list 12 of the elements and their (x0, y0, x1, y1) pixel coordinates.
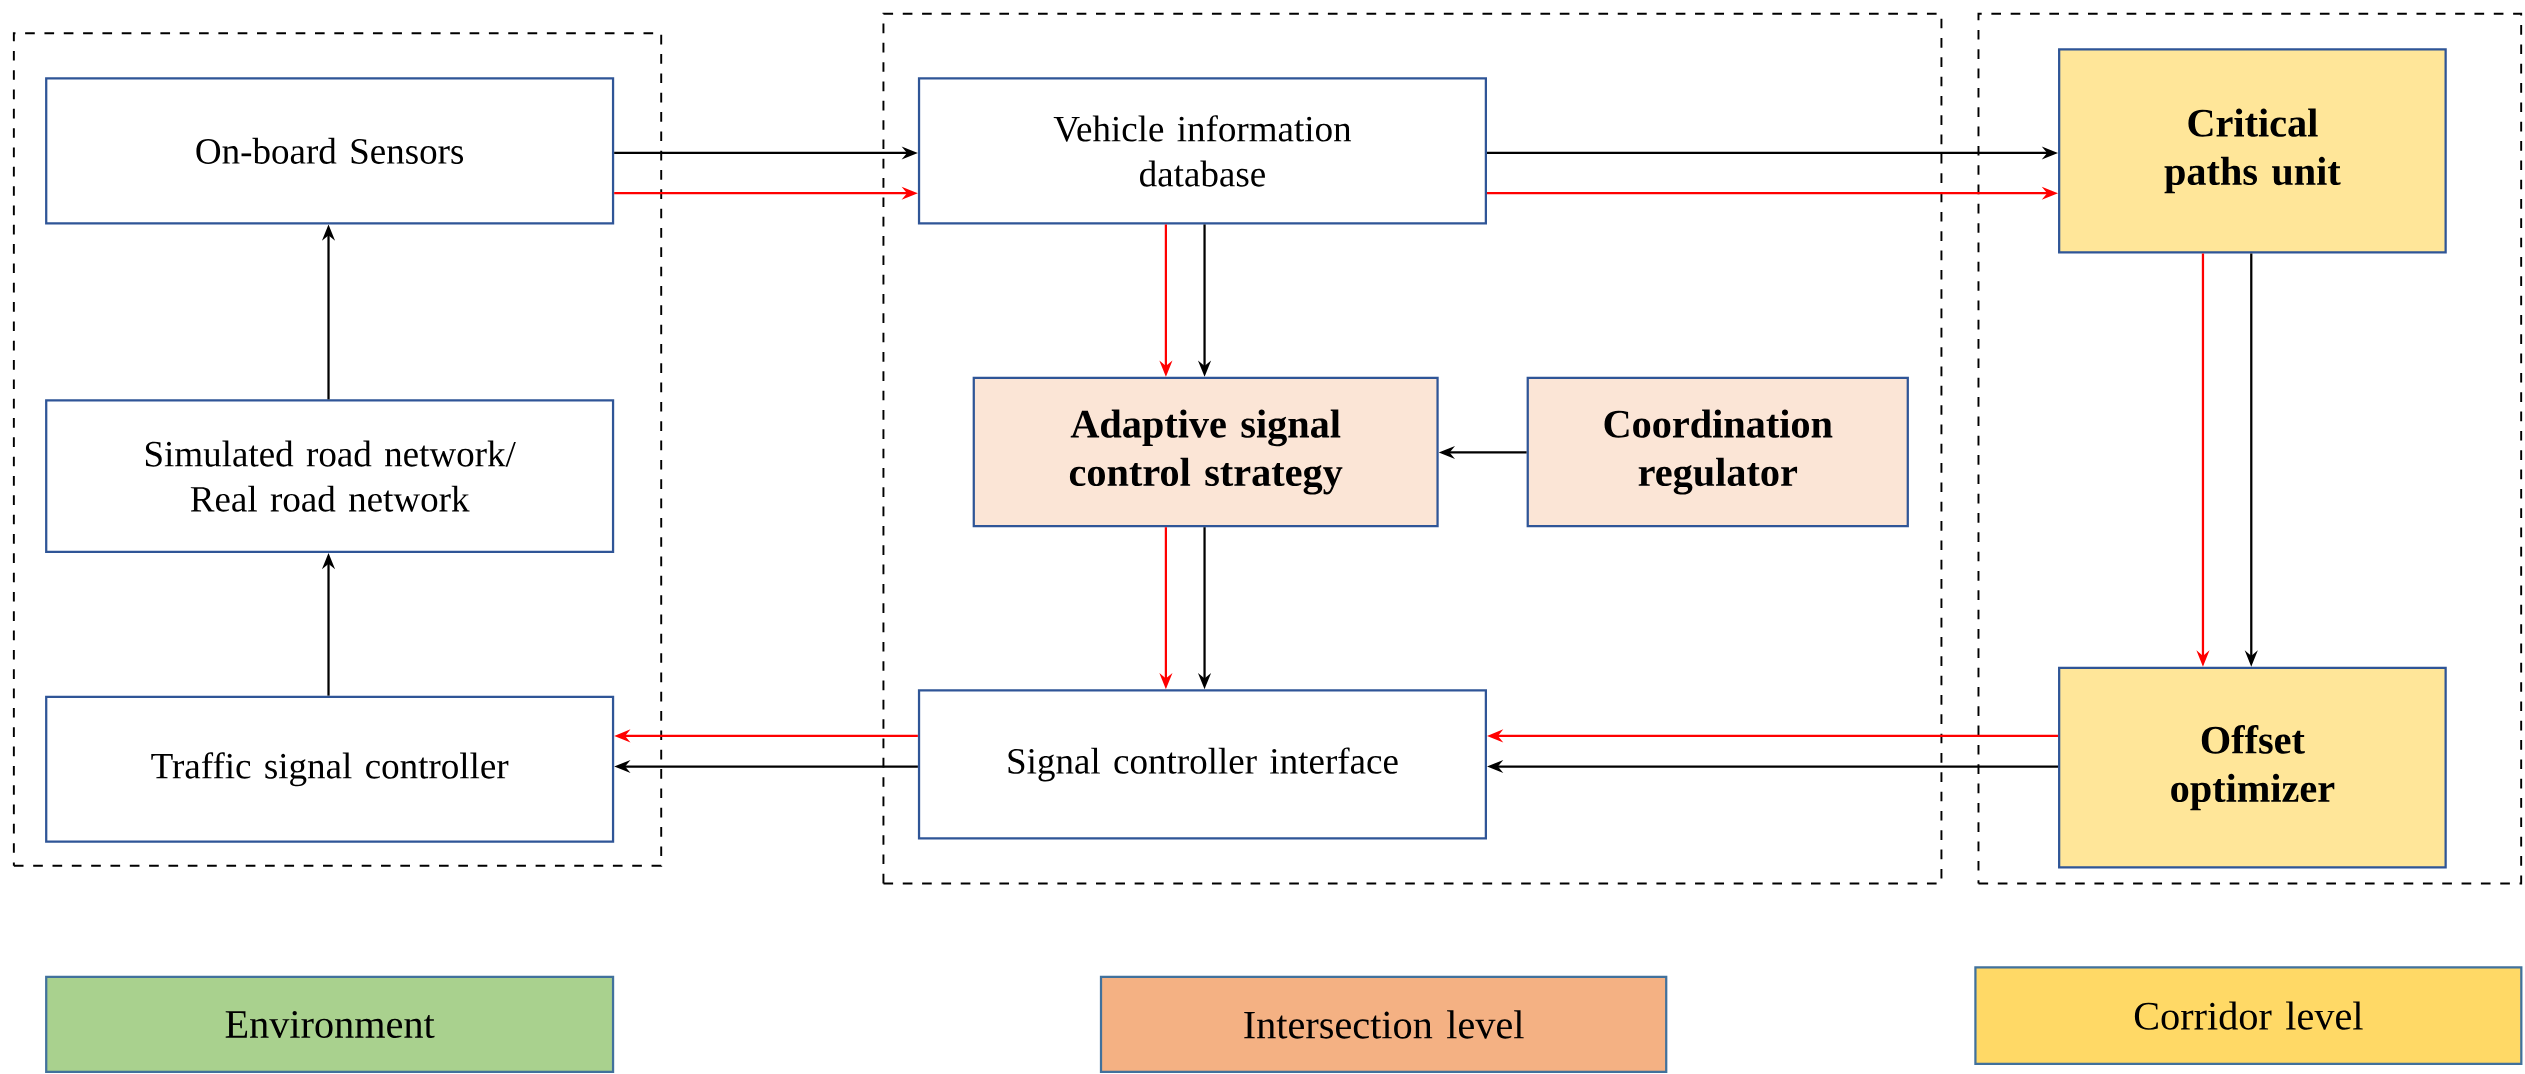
level-box: Intersection level (1099, 975, 1668, 1074)
corridor-box: Critical paths unit (2058, 48, 2447, 254)
level-box: Environment (45, 975, 615, 1074)
process-box: Traffic signal controller (45, 695, 615, 843)
level-box: Corridor level (1974, 966, 2523, 1066)
strategy-box: Adaptive signal control strategy (972, 376, 1439, 528)
process-box: Signal controller interface (917, 689, 1487, 840)
process-box: On-board Sensors (45, 77, 615, 225)
regulator-box: Coordination regulator (1526, 376, 1909, 528)
corridor-box: Offset optimizer (2058, 666, 2447, 869)
process-box: Simulated road network/ Real road network (45, 399, 615, 553)
process-box: Vehicle information database (917, 77, 1487, 225)
